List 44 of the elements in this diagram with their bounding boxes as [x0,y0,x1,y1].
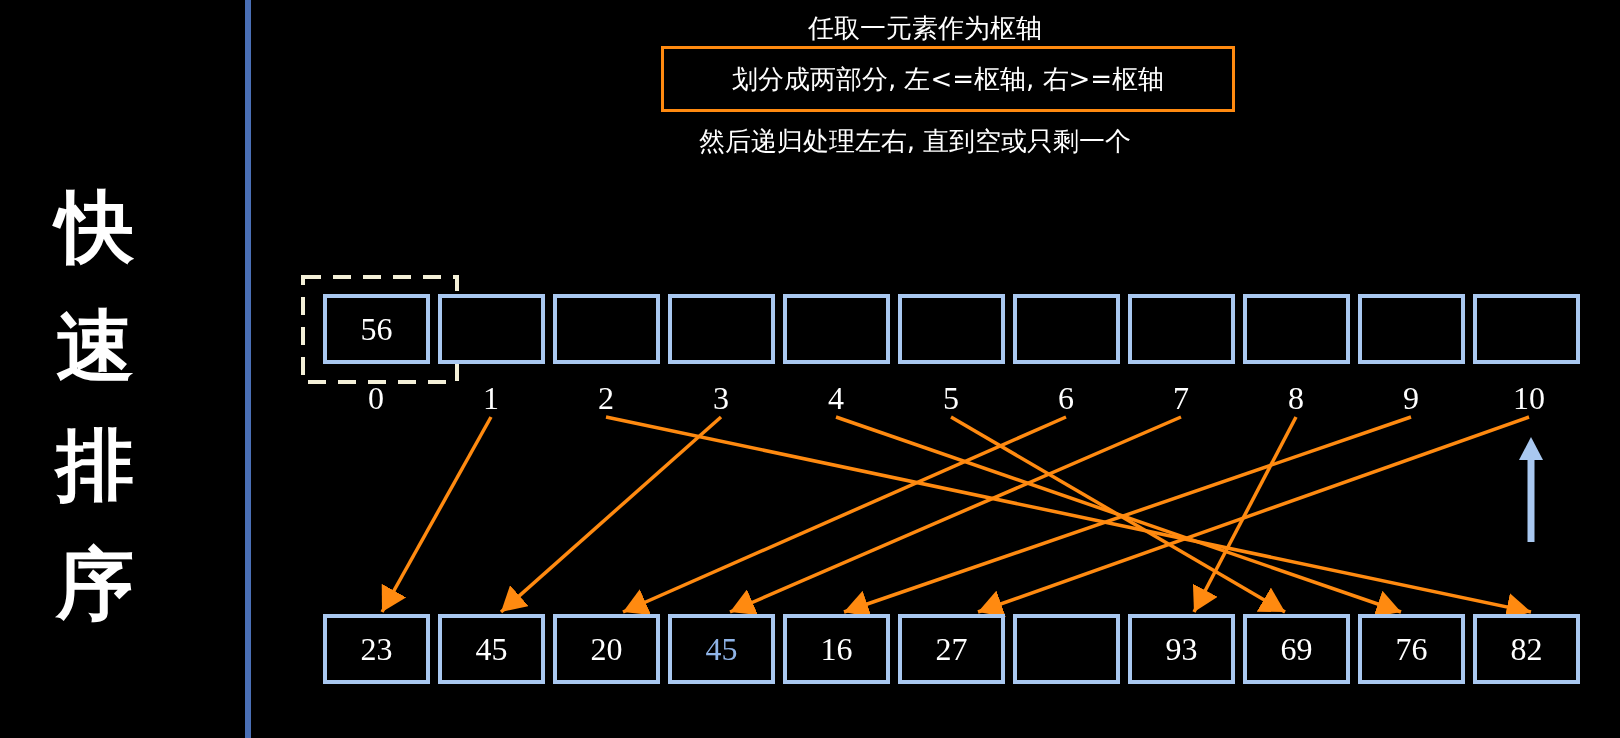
array-cell: 27 [898,614,1005,684]
array-cell [668,294,775,364]
arrow [622,415,1067,615]
array-cell: 45 [438,614,545,684]
arrow [729,415,1182,616]
index-number: 8 [1276,382,1316,415]
array-cell: 82 [1473,614,1580,684]
index-number: 3 [701,382,741,415]
index-number: 1 [471,382,511,415]
arrow [977,415,1530,617]
note-box: 划分成两部分, 左<=枢轴, 右>=枢轴 [661,46,1235,112]
array-cell: 69 [1243,614,1350,684]
arrow [499,415,723,614]
array-cell: 56 [323,294,430,364]
note-text: 任取一元素作为枢轴 [807,13,1043,43]
array-cell: 16 [783,614,890,684]
title: 快速排序 [50,168,140,644]
array-cell [898,294,1005,364]
array-cell: 93 [1128,614,1235,684]
arrow [380,416,493,613]
array-cell [1013,294,1120,364]
array-cell [1473,294,1580,364]
note-text: 然后递归处理左右, 直到空或只剩一个 [697,126,1133,156]
index-number: 10 [1504,382,1554,415]
array-cell: 76 [1358,614,1465,684]
index-number: 0 [356,382,396,415]
array-cell [1128,294,1235,364]
arrow [1192,416,1298,613]
index-number: 9 [1391,382,1431,415]
index-number: 7 [1161,382,1201,415]
array-cell [1243,294,1350,364]
array-cell: 23 [323,614,430,684]
array-cell: 20 [553,614,660,684]
array-cell [1358,294,1465,364]
index-number: 6 [1046,382,1086,415]
array-cell [438,294,545,364]
arrow [950,415,1286,614]
array-cell [553,294,660,364]
array-cell: 45 [668,614,775,684]
index-number: 5 [931,382,971,415]
index-number: 2 [586,382,626,415]
index-number: 4 [816,382,856,415]
array-cell [783,294,890,364]
array-cell [1013,614,1120,684]
